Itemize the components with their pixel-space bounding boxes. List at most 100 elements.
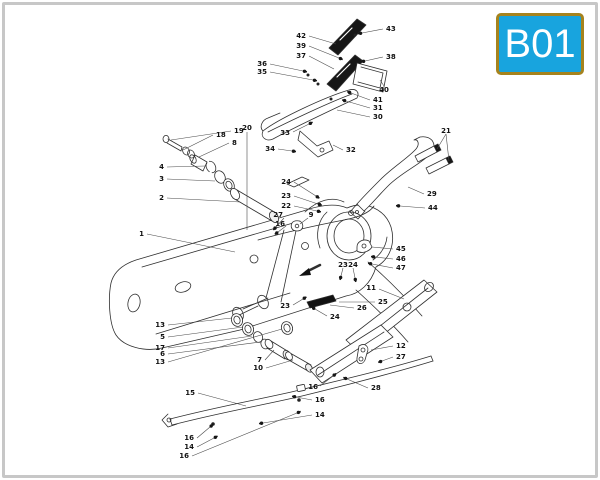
callout-label-39: 39 xyxy=(296,42,306,50)
bolt-icon xyxy=(368,262,373,266)
callout-label-16: 16 xyxy=(275,220,285,228)
bolt-icon xyxy=(317,202,322,207)
bolt-icon xyxy=(371,255,376,259)
callout-label-21: 21 xyxy=(441,127,451,135)
leader-line-43 xyxy=(361,28,384,34)
callout-label-28: 28 xyxy=(371,384,381,392)
leader-line-24 xyxy=(352,267,356,279)
callout-label-6: 6 xyxy=(160,350,165,358)
callout-label-30: 30 xyxy=(373,113,383,121)
leader-line-23 xyxy=(340,267,344,277)
callout-label-19: 19 xyxy=(234,127,244,135)
leader-line-16 xyxy=(319,375,334,387)
chain-guard-top xyxy=(260,89,359,158)
callout-label-40: 40 xyxy=(379,86,389,94)
bolt-icon xyxy=(259,421,264,425)
leader-line-34 xyxy=(277,148,293,152)
callout-label-27: 27 xyxy=(396,353,406,361)
bolt-icon xyxy=(343,376,348,381)
bolt-icon xyxy=(291,149,296,153)
callout-label-43: 43 xyxy=(386,25,396,33)
bolt-icon xyxy=(213,435,218,439)
bolt-icon xyxy=(338,275,343,280)
bolt-icon xyxy=(275,231,279,235)
callout-label-15: 15 xyxy=(185,389,195,397)
bolt-icon xyxy=(342,98,347,103)
bracket-plate xyxy=(352,62,388,93)
leader-line-45 xyxy=(371,246,394,250)
bolt-icon xyxy=(347,90,352,95)
leader-line-8 xyxy=(198,142,230,158)
callout-label-5: 5 xyxy=(160,333,165,341)
leader-line-24 xyxy=(293,181,317,197)
callout-label-18: 18 xyxy=(216,131,226,139)
callout-label-23: 23 xyxy=(338,261,348,269)
callout-label-46: 46 xyxy=(396,255,406,263)
callout-label-8: 8 xyxy=(232,139,237,147)
bolt-icon xyxy=(332,373,336,377)
leader-line-27 xyxy=(275,217,285,228)
leader-line-21 xyxy=(436,133,447,150)
leader-line-13 xyxy=(167,328,283,363)
callout-label-38: 38 xyxy=(386,53,396,61)
bolt-icon xyxy=(361,59,366,64)
leader-line-40 xyxy=(379,79,385,87)
callout-label-16: 16 xyxy=(179,452,189,460)
leader-line-38 xyxy=(364,56,384,62)
bolt-icon xyxy=(358,31,363,35)
callout-label-16: 16 xyxy=(184,434,194,442)
callout-label-13: 13 xyxy=(155,358,165,366)
callout-label-24: 24 xyxy=(348,261,358,269)
bolt-icon xyxy=(296,410,301,415)
leader-line-3 xyxy=(166,178,216,182)
leader-line-19 xyxy=(170,130,232,141)
leader-line-23 xyxy=(292,298,304,306)
leader-line-36 xyxy=(269,63,304,72)
callout-label-10: 10 xyxy=(253,364,263,372)
callout-label-24: 24 xyxy=(330,313,340,321)
callout-label-27: 27 xyxy=(273,211,283,219)
callout-label-42: 42 xyxy=(296,32,306,40)
bolt-icon xyxy=(292,395,297,399)
bolt-icon xyxy=(316,209,321,214)
bolt-icon xyxy=(312,78,317,82)
bolt-icon xyxy=(302,296,306,300)
leader-line-26 xyxy=(329,304,355,309)
bolt-icon xyxy=(338,56,343,61)
leader-line-32 xyxy=(332,144,344,151)
leader-line-15 xyxy=(197,392,247,407)
leader-line-16 xyxy=(196,426,211,439)
callout-label-17: 17 xyxy=(155,344,165,352)
callout-label-2: 2 xyxy=(159,194,164,202)
callout-label-47: 47 xyxy=(396,264,406,272)
leader-line-31 xyxy=(345,100,371,109)
callout-label-3: 3 xyxy=(159,175,164,183)
callout-label-1: 1 xyxy=(139,230,144,238)
leader-line-41 xyxy=(350,92,371,101)
callout-label-4: 4 xyxy=(159,163,164,171)
leader-line-7 xyxy=(264,349,275,361)
swingarm-body xyxy=(109,198,423,350)
leader-line-37 xyxy=(308,55,335,70)
bolt-icon xyxy=(209,424,213,428)
bolt-icon xyxy=(312,306,316,310)
page-code-label: B01 xyxy=(504,22,576,66)
leader-line-1 xyxy=(146,233,236,253)
leader-line-30 xyxy=(336,109,371,118)
leader-line-4 xyxy=(166,165,206,168)
callout-label-14: 14 xyxy=(315,411,325,419)
bolt-icon xyxy=(308,121,313,126)
callout-label-12: 12 xyxy=(396,342,406,350)
leader-line-6 xyxy=(167,341,261,355)
leader-line-33 xyxy=(292,123,310,133)
callout-label-25: 25 xyxy=(378,298,388,306)
leader-line-29 xyxy=(407,186,425,195)
leader-line-16 xyxy=(191,412,298,457)
bolt-icon xyxy=(315,195,319,199)
leader-line-14 xyxy=(196,437,215,448)
callout-label-11: 11 xyxy=(366,284,376,292)
callout-label-35: 35 xyxy=(257,68,267,76)
